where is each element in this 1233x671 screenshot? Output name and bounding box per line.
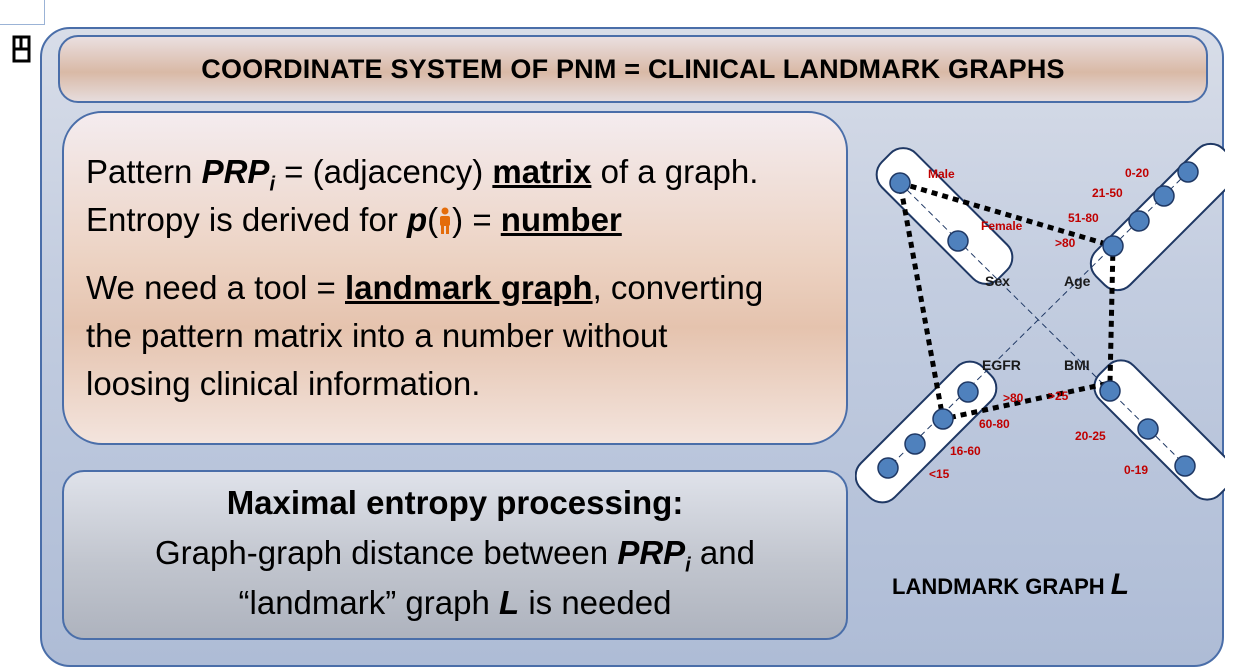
variable-bmi: BMI: [1064, 357, 1090, 373]
variable-egfr: EGFR: [982, 357, 1021, 373]
info-line-2: Entropy is derived for p() = number: [86, 201, 622, 238]
node-age-21-50: [1153, 185, 1175, 207]
node-egfr-80: [957, 381, 979, 403]
node-egfr-15: [877, 457, 899, 479]
person-icon: [440, 207, 451, 234]
node-female: [947, 230, 969, 252]
info-line-4: the pattern matrix into a number without: [86, 317, 668, 354]
label-egfr-80: >80: [1003, 391, 1024, 405]
label-egfr-15: <15: [929, 467, 950, 481]
info-box: [62, 111, 848, 445]
sex-capsule: [875, 147, 1014, 285]
bmi-capsule: [1093, 359, 1225, 501]
nodes: [877, 161, 1199, 479]
graph-caption: LANDMARK GRAPH L: [892, 568, 1130, 601]
landmark-path: [897, 180, 1116, 422]
label-egfr-16-60: 16-60: [950, 444, 981, 458]
landmark-graph: Male Female 0-20 21-50 51-80 >80 >80 60-…: [855, 142, 1225, 504]
entropy-line-3: “landmark” graph L is needed: [238, 584, 672, 621]
corner-guide: [0, 0, 45, 25]
slide-logo-icon: [12, 35, 31, 63]
label-bmi-0-19: 0-19: [1124, 463, 1148, 477]
label-male: Male: [928, 167, 955, 181]
label-bmi-25: >25: [1048, 389, 1069, 403]
info-line-5: loosing clinical information.: [86, 365, 481, 402]
label-age-80: >80: [1055, 236, 1076, 250]
node-male: [889, 172, 911, 194]
entropy-heading: Maximal entropy processing:: [226, 484, 684, 521]
node-egfr-16-60: [904, 433, 926, 455]
page-title: COORDINATE SYSTEM OF PNM = CLINICAL LAND…: [201, 53, 1065, 84]
node-age-0-20: [1177, 161, 1199, 183]
node-bmi-0-19: [1174, 455, 1196, 477]
variable-age: Age: [1064, 273, 1091, 289]
number-term: number: [500, 201, 622, 238]
label-bmi-20-25: 20-25: [1075, 429, 1106, 443]
label-egfr-60-80: 60-80: [979, 417, 1010, 431]
info-line-3: We need a tool = landmark graph, convert…: [86, 269, 764, 306]
entropy-line-2: Graph-graph distance between PRPi and: [155, 534, 755, 577]
info-line-1: Pattern PRPi = (adjacency) matrix of a g…: [86, 153, 759, 196]
label-age-51-80: 51-80: [1068, 211, 1099, 225]
node-bmi-25: [1099, 380, 1121, 402]
entropy-box: Maximal entropy processing: Graph-graph …: [62, 470, 848, 640]
node-age-80: [1102, 235, 1124, 257]
landmark-graph-term: landmark graph: [345, 269, 593, 306]
label-female: Female: [981, 219, 1023, 233]
node-bmi-20-25: [1137, 418, 1159, 440]
title-bar: COORDINATE SYSTEM OF PNM = CLINICAL LAND…: [58, 35, 1208, 103]
sex-bmi-axis: [899, 182, 1187, 467]
node-age-51-80: [1128, 210, 1150, 232]
age-capsule: [1089, 142, 1225, 292]
matrix-term: matrix: [492, 153, 592, 190]
variable-sex: Sex: [985, 273, 1010, 289]
node-egfr-60-80: [932, 408, 954, 430]
label-age-0-20: 0-20: [1125, 166, 1149, 180]
label-age-21-50: 21-50: [1092, 186, 1123, 200]
